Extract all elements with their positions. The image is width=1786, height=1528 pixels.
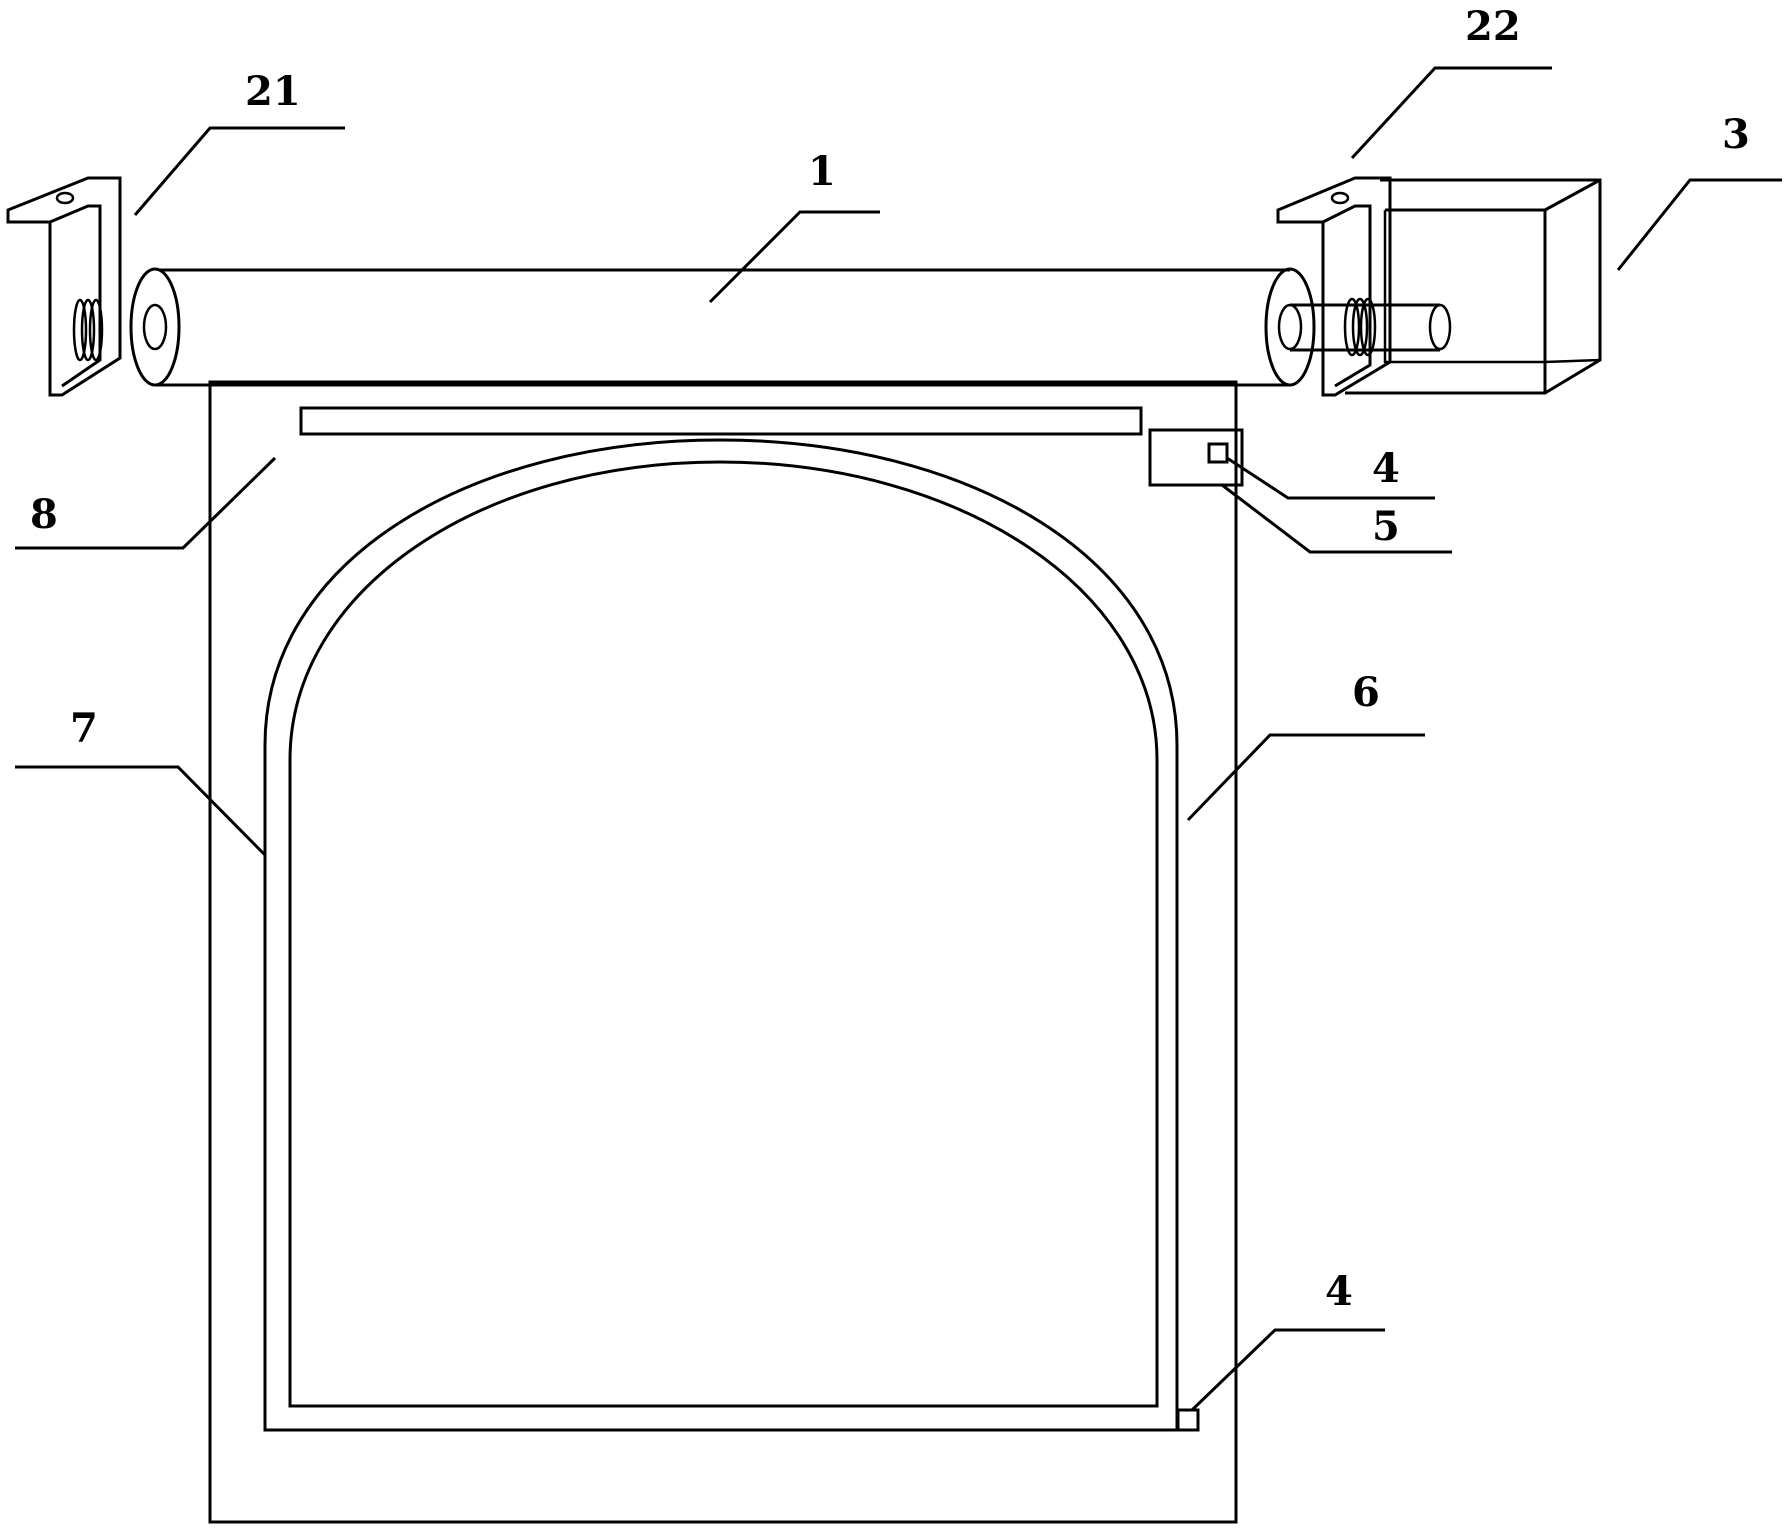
right-shaft [1290, 297, 1452, 357]
label-4-bottom: 4 [1325, 1268, 1353, 1315]
label-22: 22 [1465, 3, 1521, 50]
right-bracket [1276, 176, 1392, 397]
leader-21 [133, 126, 345, 216]
sensor-box [1148, 428, 1244, 487]
label-3: 3 [1722, 111, 1750, 158]
motor-box [1345, 178, 1602, 395]
arch-frame-inner [288, 460, 1159, 1408]
label-7: 7 [70, 705, 98, 752]
leader-4b [1190, 1328, 1385, 1412]
leader-7 [15, 765, 267, 857]
left-bracket [6, 176, 122, 397]
leader-lines [15, 66, 1782, 1412]
leader-22 [1350, 66, 1552, 160]
label-6: 6 [1352, 669, 1380, 716]
arch-frame-outer [263, 438, 1179, 1432]
panel-body [208, 380, 1238, 1524]
leader-5 [1221, 483, 1452, 554]
small-sensor-bottom [1176, 1408, 1200, 1432]
label-21: 21 [245, 68, 301, 115]
label-5: 5 [1372, 503, 1400, 550]
leader-1 [708, 210, 880, 304]
leader-6 [1186, 733, 1425, 822]
top-bar [299, 406, 1143, 436]
label-8: 8 [30, 491, 58, 538]
roller-tube [129, 267, 1316, 387]
label-4-top: 4 [1372, 445, 1400, 492]
small-sensor-top [1207, 442, 1229, 464]
leader-8 [15, 456, 277, 550]
label-1: 1 [808, 148, 836, 195]
leader-4a [1226, 456, 1435, 500]
leader-3 [1616, 178, 1782, 271]
